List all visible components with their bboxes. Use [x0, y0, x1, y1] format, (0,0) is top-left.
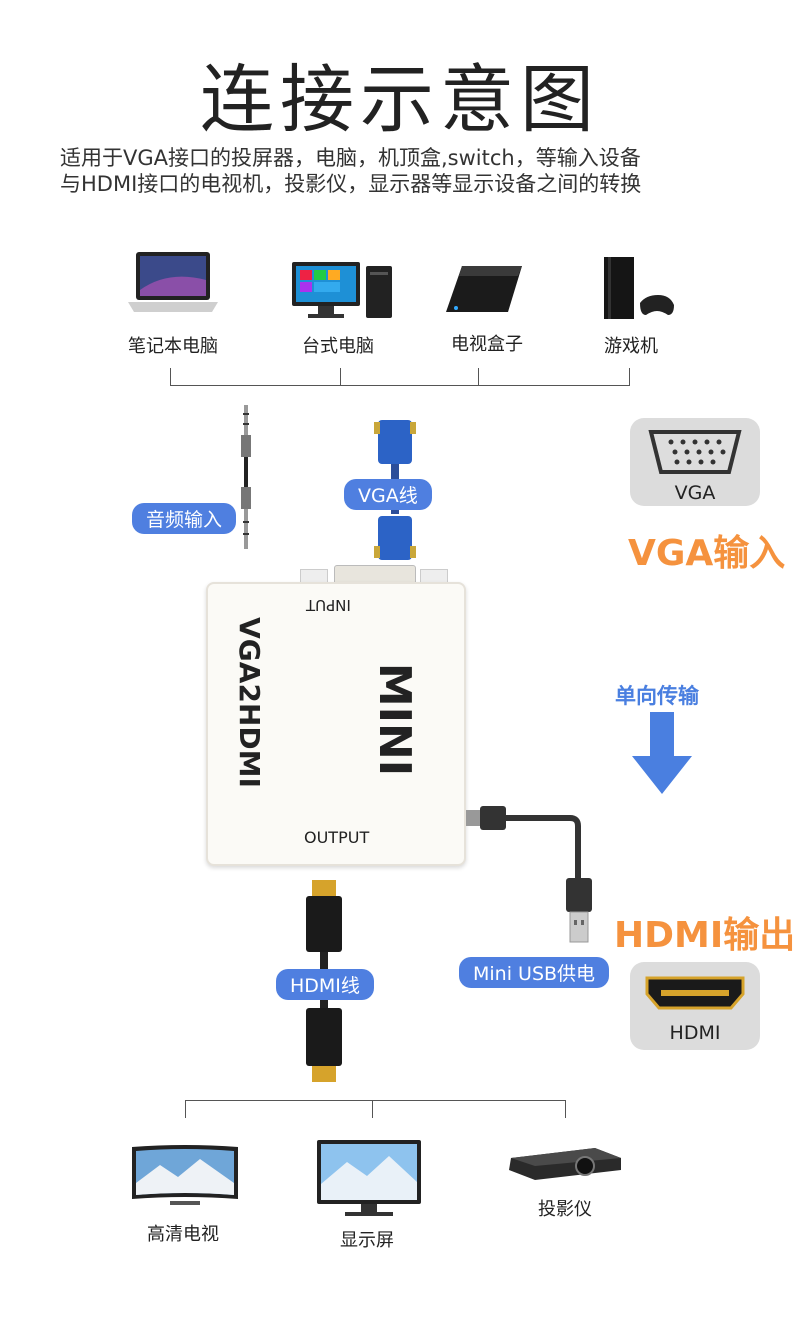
projector-icon	[505, 1140, 625, 1185]
display-bracket	[185, 1100, 566, 1101]
vga-input-heading: VGA输入	[628, 533, 786, 574]
vga-cable-pill: VGA线	[344, 479, 432, 510]
page-title: 连接示意图	[200, 57, 600, 143]
direction-label: 单向传输	[615, 684, 699, 708]
source-label-tv-box: 电视盒子	[451, 334, 523, 355]
subtitle-line-2: 与HDMI接口的电视机，投影仪，显示器等显示设备之间的转换	[60, 172, 642, 196]
audio-input-pill: 音频输入	[132, 503, 237, 534]
display-label-tv: 高清电视	[147, 1224, 219, 1245]
hdmi-output-heading: HDMI输出	[614, 915, 796, 956]
source-bracket	[170, 385, 630, 386]
display-label-projector: 投影仪	[538, 1199, 592, 1220]
bracket-tick	[629, 368, 630, 386]
desktop-icon	[290, 262, 395, 322]
bracket-tick	[565, 1100, 566, 1118]
laptop-icon	[128, 250, 218, 320]
subtitle-line-1: 适用于VGA接口的投屏器，电脑，机顶盒,switch，等输入设备	[60, 146, 641, 170]
vga-port-icon	[648, 430, 742, 474]
monitor-icon	[315, 1138, 423, 1220]
down-arrow-icon	[632, 712, 692, 794]
bracket-tick	[170, 368, 171, 386]
adapter-output-label: OUTPUT	[304, 828, 370, 847]
bracket-tick	[340, 368, 341, 386]
source-label-desktop: 台式电脑	[302, 336, 374, 357]
usb-power-pill: Mini USB供电	[459, 957, 610, 988]
source-label-laptop: 笔记本电脑	[128, 336, 218, 357]
adapter-brand: MINI	[369, 662, 421, 777]
source-label-game-console: 游戏机	[604, 336, 658, 357]
tv-box-icon	[442, 262, 527, 322]
audio-cable-icon	[234, 405, 258, 555]
vga-port-card: VGA	[630, 418, 760, 506]
hdmi-port-card: HDMI	[630, 962, 760, 1050]
tv-icon	[130, 1143, 240, 1213]
bracket-tick	[372, 1100, 373, 1118]
adapter-input-label: INPUT	[306, 596, 351, 614]
usb-cable-icon	[462, 800, 602, 950]
bracket-tick	[185, 1100, 186, 1118]
hdmi-port-icon	[645, 976, 745, 1010]
bracket-tick	[478, 368, 479, 386]
adapter-model: VGA2HDMI	[232, 617, 266, 788]
game-console-icon	[600, 255, 675, 325]
hdmi-cable-pill: HDMI线	[276, 969, 374, 1000]
hdmi-port-caption: HDMI	[669, 1022, 721, 1044]
vga-port-caption: VGA	[674, 482, 716, 504]
display-label-monitor: 显示屏	[340, 1230, 394, 1251]
adapter-box: INPUT VGA2HDMI MINI OUTPUT	[206, 582, 466, 866]
subtitle: 适用于VGA接口的投屏器，电脑，机顶盒,switch，等输入设备 与HDMI接口…	[60, 145, 740, 197]
